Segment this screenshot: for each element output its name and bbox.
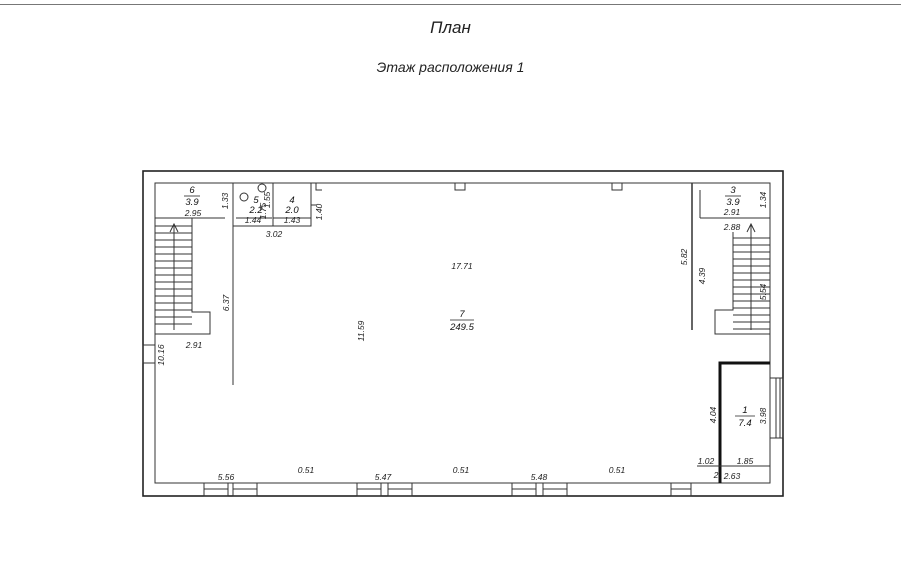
dim-1-75: 1.75 bbox=[258, 202, 268, 219]
dim-2-63: 2.63 bbox=[723, 471, 741, 481]
dim-5-47: 5.47 bbox=[375, 472, 392, 482]
stair-room-left bbox=[155, 217, 225, 335]
toilet-block bbox=[232, 182, 316, 227]
dim-10-16: 10.16 bbox=[156, 344, 166, 366]
page-top-border bbox=[0, 4, 901, 5]
dim-3-02: 3.02 bbox=[266, 229, 283, 239]
dim-1-55: 1.55 bbox=[262, 191, 272, 208]
room-3-number: 3 bbox=[730, 185, 736, 196]
dim-6-37: 6.37 bbox=[221, 294, 231, 311]
dim-4-39: 4.39 bbox=[697, 267, 707, 284]
dim-1-02: 1.02 bbox=[698, 456, 715, 466]
window-right bbox=[769, 377, 784, 439]
dim-3-98: 3.98 bbox=[758, 407, 768, 424]
dim-1-33: 1.33 bbox=[220, 192, 230, 209]
dim-0-51-a: 0.51 bbox=[298, 465, 315, 475]
dim-0-51-b: 0.51 bbox=[453, 465, 470, 475]
room-4-area: 2.0 bbox=[284, 205, 299, 216]
dim-5-48: 5.48 bbox=[531, 472, 548, 482]
room-1-number: 1 bbox=[742, 405, 747, 416]
room-1-walls bbox=[697, 361, 770, 483]
dim-1-43: 1.43 bbox=[284, 215, 301, 225]
inner-wall bbox=[154, 182, 771, 484]
stair-arrow-right bbox=[746, 222, 756, 330]
room-4-number: 4 bbox=[289, 195, 294, 206]
room-6-number: 6 bbox=[189, 185, 195, 196]
dim-2-91-left: 2.91 bbox=[185, 340, 203, 350]
room-5-area: 2.2 bbox=[248, 205, 263, 216]
dim-5-54: 5.54 bbox=[758, 283, 768, 300]
dim-1-44: 1.44 bbox=[245, 215, 262, 225]
dim-4-04: 4.04 bbox=[708, 406, 718, 423]
outer-wall bbox=[142, 170, 784, 497]
room-7-number: 7 bbox=[459, 309, 465, 320]
dim-2-91-top: 2.91 bbox=[723, 207, 741, 217]
dim-11-59: 11.59 bbox=[356, 320, 366, 341]
dim-1-40: 1.40 bbox=[314, 203, 324, 220]
dim-2-95: 2.95 bbox=[184, 208, 202, 218]
toilet-icon bbox=[239, 192, 249, 202]
plan-title: План bbox=[430, 18, 471, 37]
windows-bottom bbox=[203, 482, 692, 497]
floor-subtitle: Этаж расположения 1 bbox=[376, 59, 525, 75]
room-6-area: 3.9 bbox=[185, 197, 199, 208]
stair-room-right bbox=[691, 183, 770, 335]
dim-1-34: 1.34 bbox=[758, 191, 768, 208]
dim-5-82: 5.82 bbox=[679, 248, 689, 265]
dim-0-51-c: 0.51 bbox=[609, 465, 626, 475]
room-5-number: 5 bbox=[253, 195, 259, 206]
room-3-area: 3.9 bbox=[726, 197, 740, 208]
stair-arrow-left bbox=[169, 222, 179, 330]
door-left bbox=[142, 344, 156, 364]
room-7-area: 249.5 bbox=[449, 322, 474, 333]
sink-icon bbox=[257, 183, 267, 193]
dim-2: 2 bbox=[713, 470, 719, 480]
dim-2-88: 2.88 bbox=[723, 222, 741, 232]
dim-5-56: 5.56 bbox=[218, 472, 235, 482]
room-1-area: 7.4 bbox=[738, 418, 751, 429]
dim-17-71: 17.71 bbox=[451, 261, 473, 271]
wall-notches bbox=[315, 183, 623, 191]
dim-1-85: 1.85 bbox=[737, 456, 754, 466]
